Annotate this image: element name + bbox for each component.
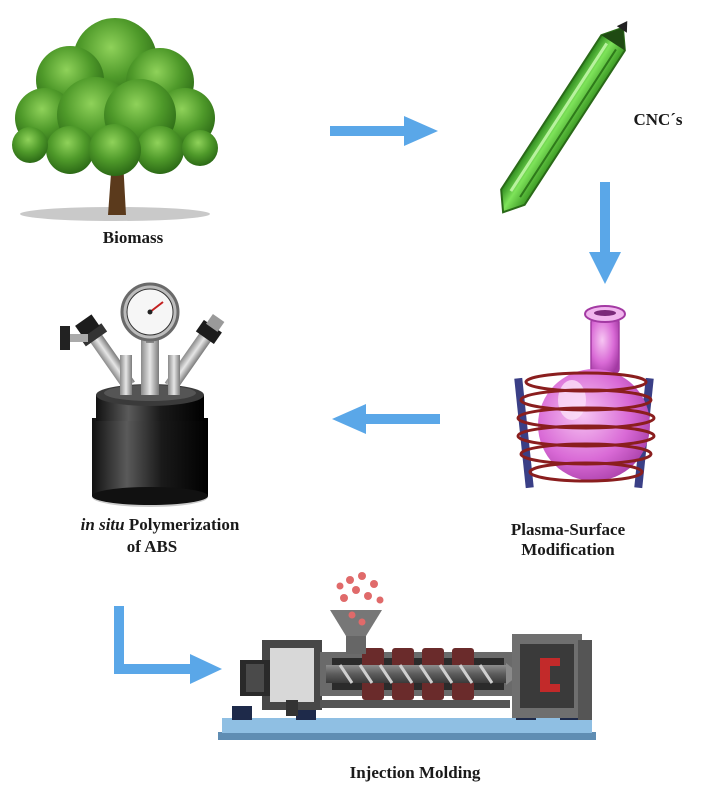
arrow-right-icon bbox=[330, 116, 438, 146]
injection-molding-label: Injection Molding bbox=[350, 763, 481, 782]
polymerization-text: Polymerization bbox=[125, 515, 240, 534]
tree-icon bbox=[12, 18, 218, 221]
pressure-reactor-icon bbox=[60, 282, 225, 507]
in-situ-text: in situ bbox=[81, 515, 125, 534]
polymerization-label-line2: of ABS bbox=[127, 537, 178, 556]
arrow-l-shaped-icon bbox=[114, 606, 222, 684]
plasma-flask-icon bbox=[514, 305, 656, 489]
plasma-label-line1: Plasma-Surface bbox=[511, 520, 626, 539]
biomass-label: Biomass bbox=[103, 228, 164, 247]
cnc-label: CNC´s bbox=[633, 110, 682, 129]
plasma-label-line2: Modification bbox=[521, 540, 615, 559]
injection-molding-machine-icon bbox=[218, 572, 596, 740]
crystal-icon bbox=[500, 21, 628, 214]
polymerization-label-line1: in situ Polymerization bbox=[81, 515, 240, 534]
arrow-left-icon bbox=[332, 404, 440, 434]
arrow-down-icon bbox=[589, 182, 621, 284]
